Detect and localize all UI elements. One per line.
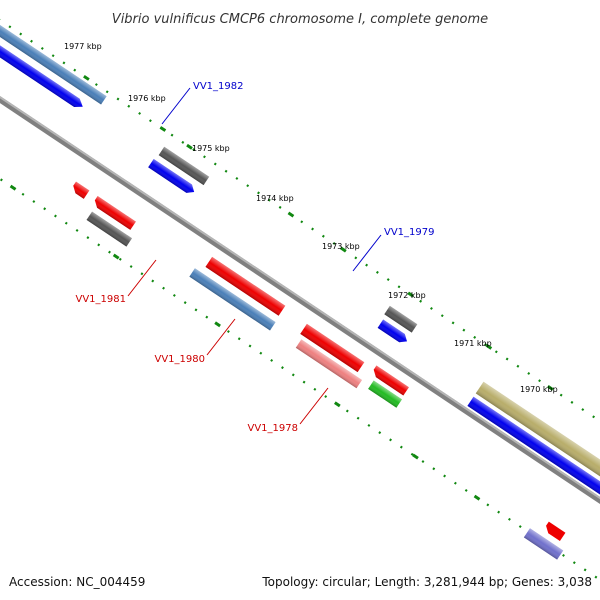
kbp-label-1976: 1976 kbp <box>128 94 166 103</box>
kbp-label-1971: 1971 kbp <box>454 339 492 348</box>
gene-blue-partial-top-shade <box>0 29 83 108</box>
map-title: Vibrio vulnificus CMCP6 chromosome I, co… <box>112 12 488 27</box>
gene-gray-1982-shade <box>158 146 210 186</box>
gene-green-vv1-1978-shade <box>368 380 402 408</box>
gene-red-1981-shade <box>205 256 286 316</box>
leader-vv1-1982 <box>161 87 191 125</box>
gene-red-small-left-shade <box>73 181 90 199</box>
kbp-label-1975: 1975 kbp <box>192 144 230 153</box>
kbp-tick-lower-2 <box>112 253 120 260</box>
gene-blue-vv1-1979-shade <box>377 319 408 343</box>
tick-row-lower <box>0 120 600 590</box>
gene-label-vv1-1982[interactable]: VV1_1982 <box>193 81 244 92</box>
gene-gray-left-shade <box>86 211 132 247</box>
gene-label-vv1-1981[interactable]: VV1_1981 <box>76 294 127 305</box>
leader-vv1-1980 <box>206 318 236 356</box>
kbp-tick-1972 <box>407 291 414 298</box>
kbp-tick-1977 <box>83 74 90 81</box>
kbp-tick-1975 <box>186 143 193 150</box>
kbp-label-1972: 1972 kbp <box>388 291 426 300</box>
kbp-tick-lower-3 <box>214 321 221 328</box>
kbp-tick-lower-5 <box>412 453 419 460</box>
gene-steelblue-vv1-1981-shade <box>189 268 276 331</box>
accession-text: Accession: NC_004459 <box>9 575 145 589</box>
kbp-label-1977: 1977 kbp <box>64 42 102 51</box>
map-group <box>0 10 600 590</box>
topology-text: Topology: circular; Length: 3,281,944 bp… <box>261 575 592 589</box>
kbp-label-1974: 1974 kbp <box>256 194 294 203</box>
gene-label-vv1-1978[interactable]: VV1_1978 <box>248 423 299 434</box>
kbp-label-1973: 1973 kbp <box>322 242 360 251</box>
leader-vv1-1979 <box>352 234 382 272</box>
gene-gray-1979-shade <box>384 305 418 333</box>
kbp-tick-1976 <box>159 126 167 132</box>
kbp-tick-1971 <box>485 343 493 350</box>
kbp-tick-lower-1 <box>9 184 17 191</box>
gene-red-partial-bottom <box>546 521 566 542</box>
gene-olive-large-shade <box>475 381 600 522</box>
leader-vv1-1978 <box>299 387 329 425</box>
leader-vv1-1981 <box>127 259 157 297</box>
gene-pink-vv1-1980-shade <box>295 339 363 389</box>
kbp-label-1970: 1970 kbp <box>520 385 558 394</box>
kbp-tick-1973 <box>339 246 347 253</box>
gene-blue-vv1-1982-shade <box>148 158 195 193</box>
kbp-tick-1974 <box>287 211 295 218</box>
chromosome-backbone <box>0 64 600 536</box>
gene-purple-partial-bottom-shade <box>523 528 564 560</box>
kbp-tick-1970 <box>547 384 554 391</box>
chromosome-backbone-highlight <box>0 64 600 533</box>
kbp-tick-lower-6 <box>473 494 481 501</box>
gene-steelblue-partial-top-shade <box>0 15 107 105</box>
gene-blue-large-shade <box>467 396 600 534</box>
gene-label-vv1-1979[interactable]: VV1_1979 <box>384 227 435 238</box>
kbp-tick-lower-4 <box>334 401 341 408</box>
gene-label-vv1-1980[interactable]: VV1_1980 <box>155 354 206 365</box>
gene-red-1980-shade <box>300 323 365 373</box>
gene-red-1978-shade <box>373 365 409 396</box>
gene-red-left-shade <box>94 196 136 230</box>
